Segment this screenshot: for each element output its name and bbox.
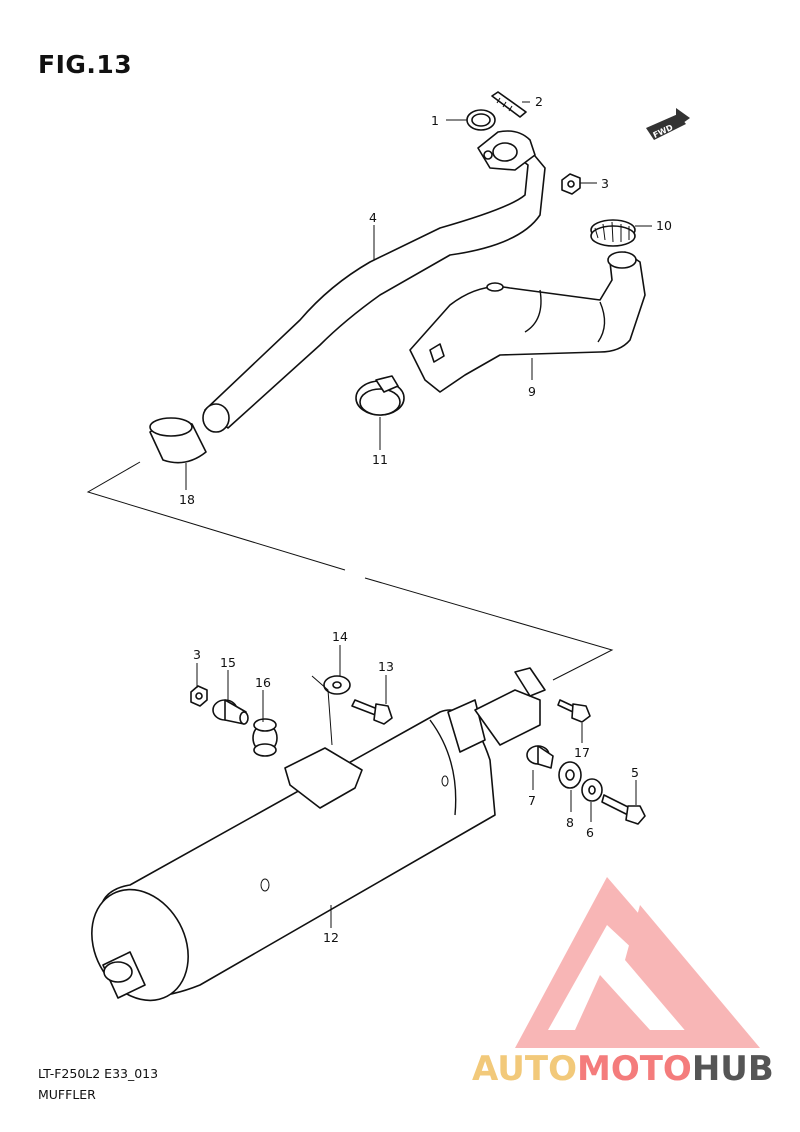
callout-2: 2 — [535, 94, 543, 109]
callout-16: 16 — [255, 675, 271, 690]
part-collar — [212, 699, 249, 725]
part-collar-7 — [526, 745, 554, 769]
callouts: 1 2 3 4 10 9 11 18 14 3 15 16 13 17 5 7 … — [179, 94, 672, 945]
part-washer-6 — [581, 778, 603, 802]
figure-title: FIG.13 — [38, 50, 133, 79]
part-bolt-5 — [601, 794, 646, 825]
watermark-moto: MOTO — [577, 1049, 692, 1089]
part-exhaust-pipe — [202, 130, 546, 433]
part-muffler — [91, 667, 546, 1002]
svg-text:AUTOMOTOHUB: AUTOMOTOHUB — [472, 1049, 774, 1089]
callout-5: 5 — [631, 765, 639, 780]
watermark-hub: HUB — [692, 1049, 774, 1089]
callout-12: 12 — [323, 930, 339, 945]
part-grommet — [252, 718, 278, 757]
part-bolt-17 — [557, 699, 591, 723]
callout-3-upper: 3 — [601, 176, 609, 191]
callout-1: 1 — [431, 113, 439, 128]
callout-18: 18 — [179, 492, 195, 507]
callout-4: 4 — [369, 210, 377, 225]
part-sleeve — [149, 417, 207, 464]
callout-9: 9 — [528, 384, 536, 399]
figure-code: LT-F250L2 E33_013 — [38, 1066, 159, 1081]
callout-6: 6 — [586, 825, 594, 840]
watermark-text: AUTOMOTOHUB — [472, 1049, 774, 1089]
callout-11: 11 — [372, 452, 388, 467]
watermark-auto: AUTO — [472, 1049, 577, 1089]
callout-10: 10 — [656, 218, 672, 233]
connection-lines — [86, 461, 614, 681]
callout-3-lower: 3 — [193, 647, 201, 662]
part-bolt-13 — [351, 699, 393, 725]
figure-name: MUFFLER — [38, 1087, 96, 1102]
watermark-logo — [515, 877, 760, 1048]
callout-17: 17 — [574, 745, 590, 760]
part-connector-pipe — [409, 251, 646, 393]
leader-lines — [185, 101, 652, 928]
part-nut-lower — [190, 685, 208, 707]
callout-15: 15 — [220, 655, 236, 670]
callout-13: 13 — [378, 659, 394, 674]
callout-14: 14 — [332, 629, 348, 644]
part-grommet-8 — [558, 761, 582, 789]
callout-8: 8 — [566, 815, 574, 830]
part-clamp-upper — [590, 219, 636, 247]
part-washer — [311, 675, 351, 746]
part-nut-upper — [561, 173, 581, 195]
fwd-arrow-icon: FWD — [646, 108, 690, 140]
part-stud — [491, 91, 527, 118]
part-gasket — [466, 109, 496, 131]
part-hose-clamp — [355, 375, 405, 416]
callout-7: 7 — [528, 793, 536, 808]
